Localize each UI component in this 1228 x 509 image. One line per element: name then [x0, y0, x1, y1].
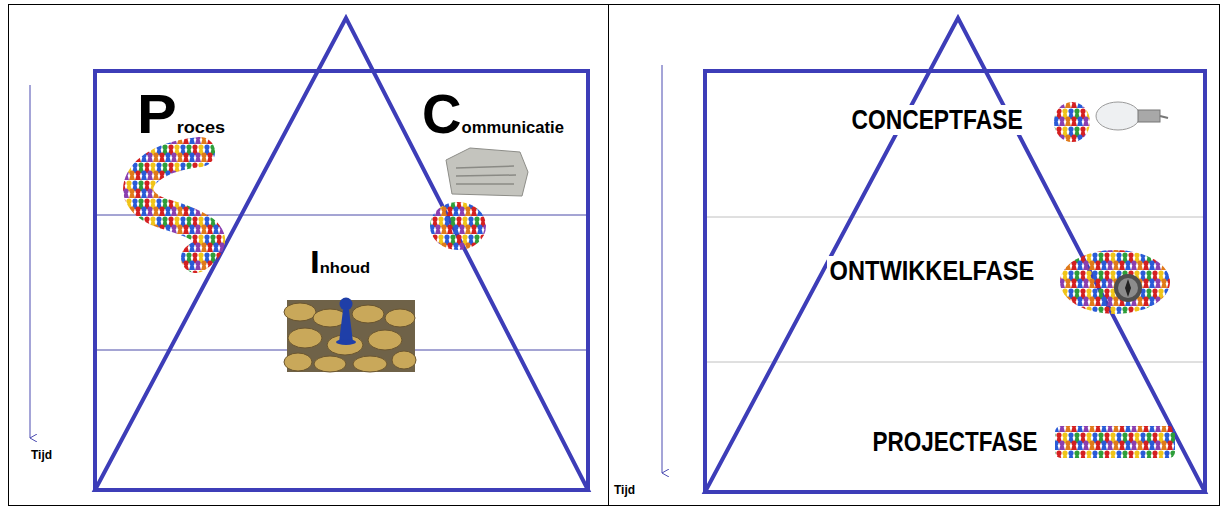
phase-label: ONTWIKKELFASE — [827, 256, 1037, 286]
time-label: Tijd — [614, 484, 635, 496]
phase-label: PROJECTFASE — [870, 427, 1040, 457]
inhoud-label: Inhoud — [310, 246, 370, 278]
communicatie-label: Communicatie — [422, 86, 564, 142]
phase-label: CONCEPTFASE — [849, 105, 1025, 135]
proces-label: Proces — [137, 86, 225, 142]
time-label: Tijd — [31, 449, 52, 461]
